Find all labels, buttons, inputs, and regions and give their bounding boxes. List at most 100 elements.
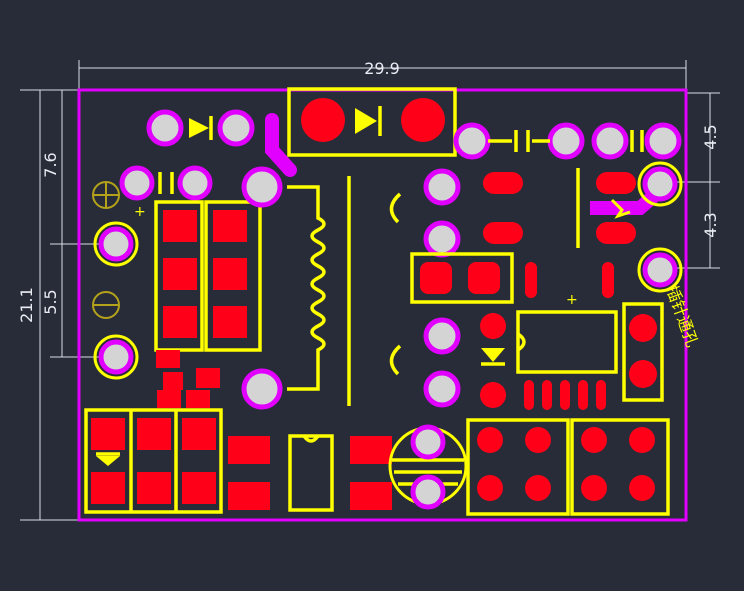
cap-far-pad-b: [644, 122, 682, 160]
pill-pad-1: [483, 172, 523, 194]
magenta-trace-left: [265, 113, 297, 177]
bl-pad-5: [137, 472, 171, 504]
br-pad-4: [629, 427, 655, 453]
center-smd-pad-b: [468, 262, 500, 294]
cap-right-pad-b: [547, 122, 585, 160]
smd-pad-6: [213, 306, 247, 338]
br-pad-1: [477, 427, 503, 453]
cap-top-left: [119, 165, 213, 201]
bl-pad-6: [182, 472, 216, 504]
diode-pad-a: [146, 109, 184, 147]
smd-pad-3: [163, 258, 197, 290]
bl-diode-icon: [96, 456, 120, 466]
bridge-diode-icon: [355, 108, 377, 134]
ic-notch: [516, 332, 526, 352]
smd-outline-b: [204, 200, 262, 352]
terminal-ring-lower: [93, 334, 139, 380]
terminal-pad-upper: [98, 226, 134, 262]
mounting-marks: +: [92, 181, 146, 319]
dim-left-lower-label: 5.5: [41, 289, 60, 314]
diode-symbol-icon: [189, 118, 209, 138]
br-pad-6: [525, 475, 551, 501]
diode-pad-k: [217, 109, 255, 147]
smd-pad-1: [163, 210, 197, 242]
mid-pad-2: [480, 382, 506, 408]
bottom-middle: [228, 434, 392, 512]
bm-component-outline: [288, 434, 334, 512]
bridge-pad-left: [301, 98, 345, 142]
ic-outline: [516, 310, 618, 374]
bl-pad-4: [91, 472, 125, 504]
bridge-pad-right: [401, 98, 445, 142]
smd-block-bottom-left: [84, 408, 223, 514]
electrolytic-cap: [388, 424, 468, 510]
left-terminals: [93, 221, 139, 380]
bm-pad-3: [350, 436, 392, 464]
dim-height-label: 21.1: [17, 287, 36, 323]
ic-pin-3: [560, 380, 570, 410]
smd-pad-2: [213, 210, 247, 242]
right-terminals: [637, 161, 683, 293]
cap-pad-b: [177, 165, 213, 201]
smd-pad-4: [213, 258, 247, 290]
br-outline-a: [466, 418, 570, 516]
ecap-pad-a: [410, 424, 446, 460]
cap-right-pad-a: [453, 122, 491, 160]
coil-pad-bottom: [241, 368, 283, 410]
right-terminal-ring-upper: [637, 161, 683, 207]
mid-diode-icon: [481, 348, 505, 362]
cap-top-right: [453, 122, 682, 160]
bm-component-notch: [302, 434, 320, 443]
dim-right-upper-label: 4.5: [701, 124, 720, 149]
ic-pin-4: [578, 380, 588, 410]
br-pad-3: [581, 427, 607, 453]
center-bracket-top: [389, 192, 402, 224]
ic-dip-right: + 插针通孔: [516, 283, 702, 410]
right-terminal-pad-lower: [642, 252, 678, 288]
terminal-ring-upper: [93, 221, 139, 267]
zener-mark-icon: [610, 198, 631, 219]
right-terminal-pad-upper: [642, 166, 678, 202]
dim-right-lower-label: 4.3: [701, 212, 720, 237]
center-pad-2: [423, 220, 461, 258]
bl-pad-3: [182, 418, 216, 450]
smd-small-pad: [156, 350, 180, 368]
br-outline-b: [570, 418, 670, 516]
cap-pad-a: [119, 165, 155, 201]
bl-pad-1: [91, 418, 125, 450]
bl-outline: [84, 408, 223, 514]
br-pad-7: [581, 475, 607, 501]
middle-diode-column: [480, 313, 506, 408]
silkscreen-label: 插针通孔: [662, 283, 702, 350]
br-pad-5: [477, 475, 503, 501]
pill-pad-4: [596, 222, 636, 244]
ic-plus-mark-icon: +: [566, 292, 578, 308]
coil-winding: [287, 185, 326, 391]
bm-pad-2: [228, 482, 270, 510]
smd-small-vert-2: [602, 262, 614, 298]
smd-small-pad-2: [163, 372, 183, 390]
smd-small-pad-4: [157, 390, 181, 408]
smd-block-left: [154, 200, 262, 408]
cap-far-pad-a: [591, 122, 629, 160]
right-upper-pads: [483, 168, 636, 298]
center-pad-4: [423, 370, 461, 408]
right-connector-outline: [622, 302, 664, 402]
ic-pin-2: [542, 380, 552, 410]
center-smd-pad-a: [420, 262, 452, 294]
dim-left-upper-label: 7.6: [41, 152, 60, 177]
center-pad-3: [423, 317, 461, 355]
br-pad-2: [525, 427, 551, 453]
inductor-coil: [241, 166, 351, 410]
ic-pin-1: [524, 380, 534, 410]
bottom-right-grid: [466, 418, 670, 516]
center-components: [389, 168, 514, 408]
terminal-pad-lower: [98, 339, 134, 375]
right-terminal-ring-lower: [637, 247, 683, 293]
bl-pad-2: [137, 418, 171, 450]
center-smd-outline: [410, 252, 514, 304]
smd-small-pad-3: [196, 368, 220, 388]
right-connector-pad-1: [629, 314, 657, 342]
mid-pad-1: [480, 313, 506, 339]
